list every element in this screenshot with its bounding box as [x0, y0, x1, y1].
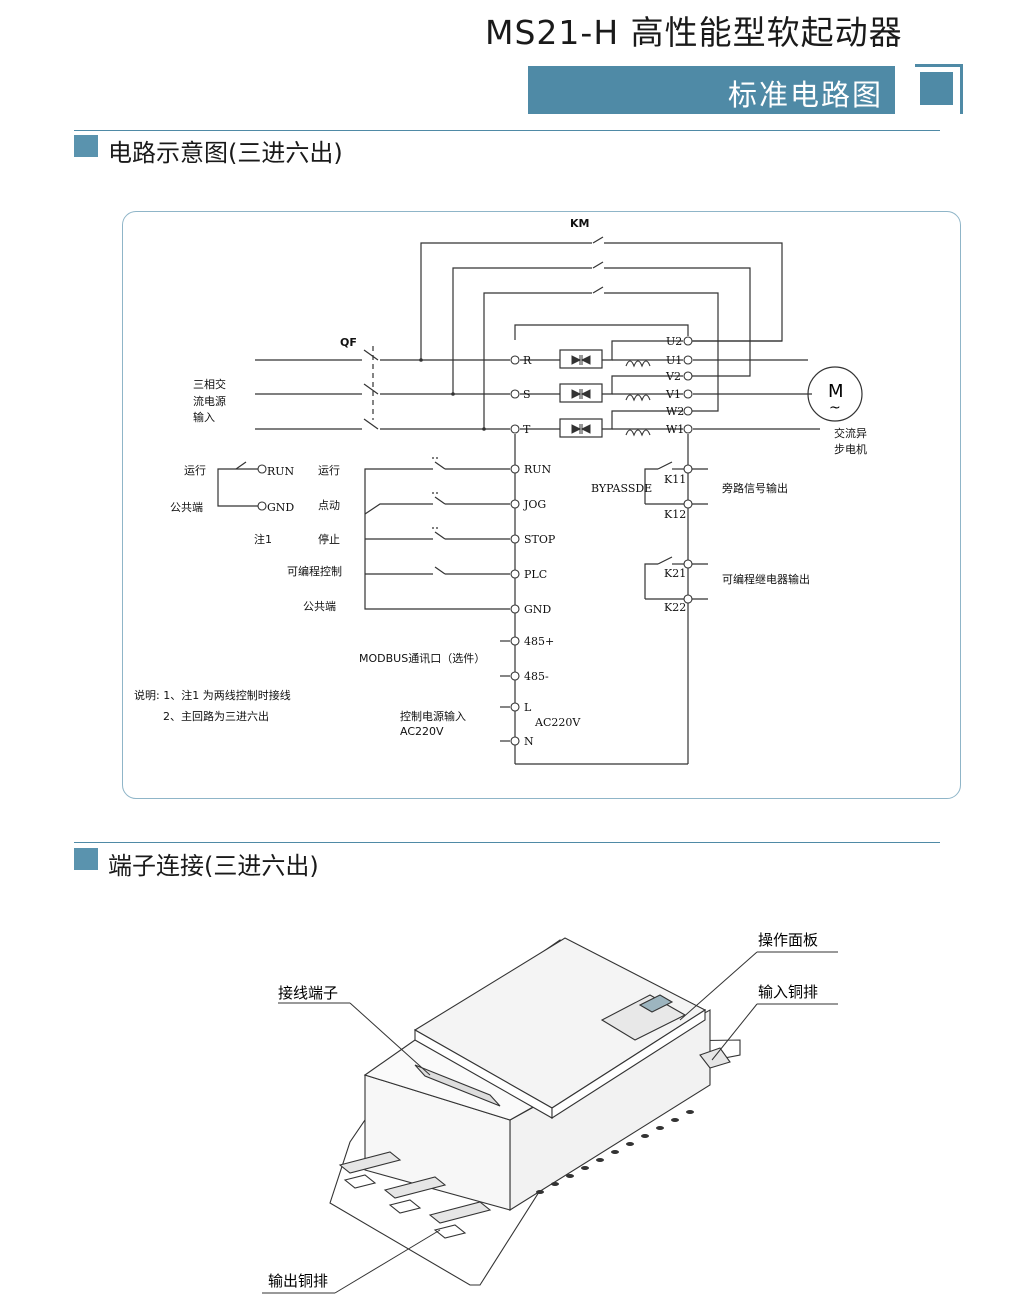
term-485n: 485-: [524, 670, 549, 683]
ctrl-label-plc: 可编程控制: [287, 564, 342, 578]
modbus-label: MODBUS通讯口（选件）: [359, 652, 485, 665]
label-input-busbar: 输入铜排: [758, 983, 818, 1001]
term-u1: U1: [666, 354, 682, 367]
label-operation-panel: 操作面板: [758, 931, 818, 949]
term-v2: V2: [665, 370, 681, 383]
term-s: S: [523, 388, 531, 401]
ctrl-label-common: 公共端: [303, 600, 336, 613]
motor-label-1: 交流异: [834, 426, 867, 440]
circuit-panel: [122, 211, 961, 799]
term-485p: 485+: [524, 635, 554, 648]
section-rule: [74, 130, 940, 131]
circuit-diagram: KM QF 三相交 流电源 输入 R S T U2 U1 V2 V1 W2 W1…: [134, 217, 867, 765]
supply-label-3: 输入: [193, 410, 215, 424]
relay-output-label: 可编程继电器输出: [722, 572, 810, 586]
term-run: RUN: [524, 463, 552, 476]
corner-decoration: [915, 64, 963, 67]
label-terminals: 接线端子: [278, 984, 338, 1002]
section-rule: [74, 842, 940, 843]
km-label: KM: [570, 217, 589, 230]
circuit-section-title: 电路示意图(三进六出): [108, 139, 343, 167]
term-l: L: [524, 701, 532, 714]
section-marker: [74, 135, 98, 157]
left-run-term: RUN: [267, 465, 295, 478]
ctrl-label-jog: 点动: [318, 499, 340, 512]
term-plc: PLC: [524, 568, 547, 581]
k21-label: K21: [664, 567, 686, 580]
section-marker: [74, 848, 98, 870]
power-input-label: 控制电源输入: [400, 709, 466, 723]
term-jog: JOG: [523, 498, 546, 511]
k11-label: K11: [664, 473, 686, 486]
terminal-section-title: 端子连接(三进六出): [108, 852, 319, 880]
term-u2: U2: [666, 335, 682, 348]
qf-label: QF: [340, 336, 357, 349]
term-w1: W1: [666, 423, 684, 436]
ac220v-label: AC220V: [534, 716, 581, 729]
term-n: N: [524, 735, 534, 748]
banner-text: 标准电路图: [727, 78, 883, 112]
supply-label-1: 三相交: [193, 377, 226, 391]
note-line-1: 说明: 1、注1 为两线控制时接线: [134, 688, 291, 702]
supply-label-2: 流电源: [193, 394, 226, 408]
ctrl-label-run: 运行: [318, 464, 340, 477]
term-w2: W2: [666, 405, 684, 418]
label-output-busbar: 输出铜排: [268, 1272, 328, 1290]
product-title: MS21-H 高性能型软起动器: [485, 13, 903, 52]
k12-label: K12: [664, 508, 686, 521]
term-t: T: [523, 423, 531, 436]
ctrl-label-stop: 停止: [318, 532, 340, 546]
motor-label-2: 步电机: [834, 442, 867, 456]
left-gnd-term: GND: [267, 501, 294, 514]
term-r: R: [523, 354, 532, 367]
term-stop: STOP: [524, 533, 556, 546]
banner: 标准电路图: [528, 66, 895, 114]
left-common-label: 公共端: [170, 501, 203, 514]
corner-decoration: [960, 64, 963, 114]
note1-label: 注1: [254, 532, 272, 546]
soft-starter-unit: [329, 937, 741, 1286]
term-gnd: GND: [524, 603, 551, 616]
term-v1: V1: [665, 388, 681, 401]
corner-square: [920, 72, 953, 105]
note-line-2: 2、主回路为三进六出: [163, 709, 269, 723]
bypass-label: BYPASSDE: [591, 482, 652, 495]
motor-symbol: M: [828, 381, 844, 402]
device-drawing: 操作面板 输入铜排 接线端子 输出铜排: [262, 931, 838, 1294]
k22-label: K22: [664, 601, 686, 614]
left-run-label: 运行: [184, 464, 206, 477]
motor-tilde: ~: [829, 400, 841, 416]
power-input-voltage: AC220V: [400, 725, 444, 738]
bypass-output-label: 旁路信号输出: [722, 481, 788, 495]
